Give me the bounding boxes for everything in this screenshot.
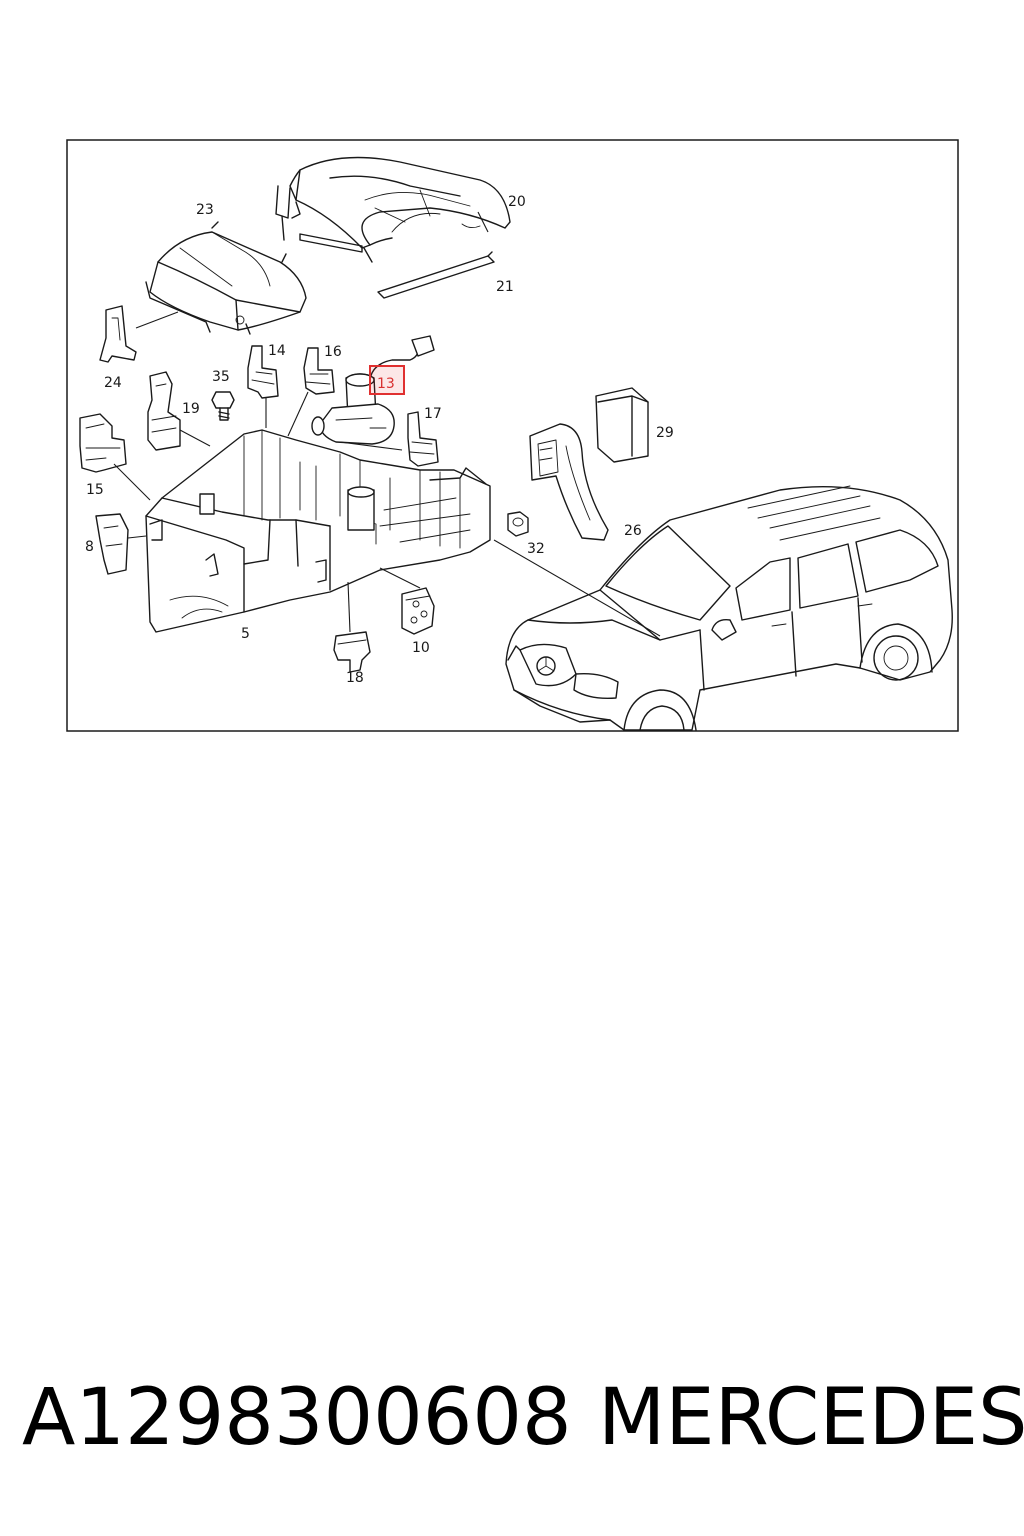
part-17-holder	[407, 411, 439, 467]
callout-20: 20	[508, 194, 526, 210]
part-13-pump	[311, 335, 435, 445]
callout-26: 26	[624, 523, 642, 539]
callout-14: 14	[268, 343, 286, 359]
part-16-holder	[303, 347, 335, 395]
footer: A1298300608 MERCEDES	[0, 1370, 1024, 1480]
callout-23: 23	[196, 202, 214, 218]
part-8-bracket	[95, 513, 129, 575]
part-14-holder	[247, 345, 279, 399]
callout-16: 16	[324, 344, 342, 360]
parts-diagram: 5 8 10 13 14 15 16 17 18 19 20 21 23 24 …	[66, 139, 959, 732]
callout-19: 19	[182, 401, 200, 417]
callout-10: 10	[412, 640, 430, 656]
callout-15: 15	[86, 482, 104, 498]
brand-name: MERCEDES	[598, 1373, 1024, 1463]
part-20-cover	[275, 156, 511, 249]
highlight-box-13	[369, 365, 405, 395]
part-19-connector	[147, 371, 181, 451]
callout-21: 21	[496, 279, 514, 295]
callout-29: 29	[656, 425, 674, 441]
callout-32: 32	[527, 541, 545, 557]
leader-lines	[113, 211, 661, 637]
callout-35: 35	[212, 369, 230, 385]
vehicle-suv	[505, 485, 953, 731]
part-35-bolt	[211, 391, 235, 421]
callout-13: 13	[377, 376, 395, 392]
callout-labels: 5 8 10 13 14 15 16 17 18 19 20 21 23 24 …	[85, 194, 674, 686]
callout-24: 24	[104, 375, 122, 391]
part-18-holder	[333, 631, 371, 673]
callout-5: 5	[241, 626, 250, 642]
part-32-nut	[507, 511, 529, 537]
callout-18: 18	[346, 670, 364, 686]
part-10-block	[401, 587, 435, 635]
part-number: A1298300608	[22, 1373, 572, 1463]
part-15-clip	[79, 413, 127, 473]
callout-17: 17	[424, 406, 442, 422]
diagram-frame	[66, 139, 959, 732]
part-21-seal	[299, 233, 495, 299]
part-29-module	[595, 387, 649, 463]
part-24-clip	[99, 305, 137, 363]
part-26-trim	[529, 423, 609, 541]
part-5-housing	[145, 429, 491, 633]
callout-8: 8	[85, 539, 94, 555]
part-23-lid	[145, 221, 307, 335]
